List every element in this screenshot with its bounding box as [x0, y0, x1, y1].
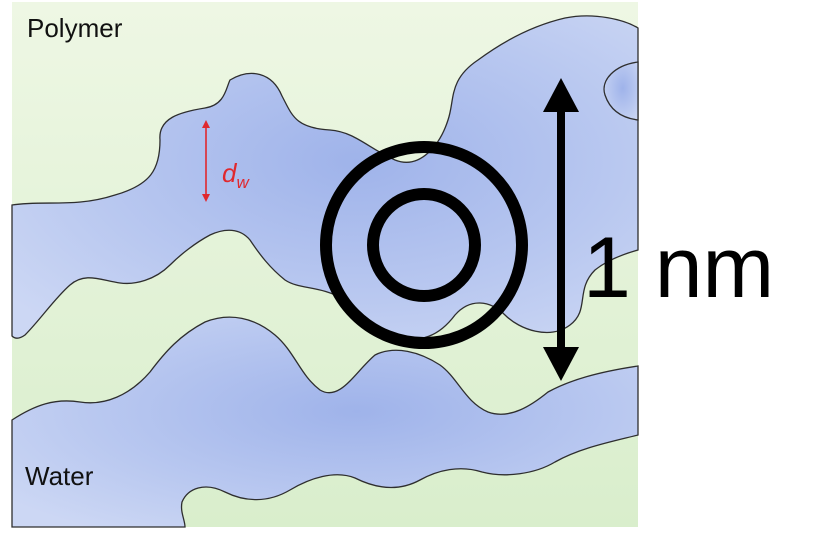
scale-label: 1 nm: [583, 220, 774, 316]
scale-bar-arrow-bottom: [543, 347, 579, 381]
water-channel-upper: [11, 15, 639, 340]
water-channel-lower: [11, 316, 639, 528]
water-channel-right: [603, 61, 639, 121]
scale-bar-arrow-top: [543, 78, 579, 112]
outer-circle: [320, 141, 528, 349]
inner-circle: [367, 188, 481, 302]
polymer-label: Polymer: [27, 13, 123, 43]
water-label: Water: [25, 461, 94, 491]
channel-width-label: dw: [222, 158, 250, 192]
